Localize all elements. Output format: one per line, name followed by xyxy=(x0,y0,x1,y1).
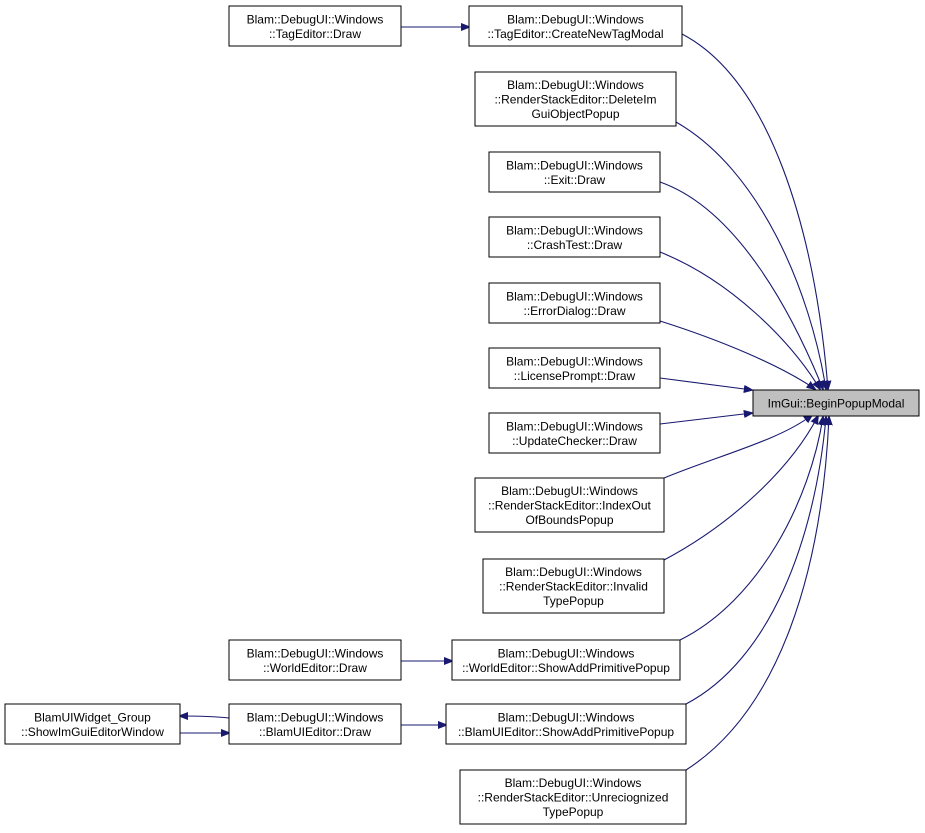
node-blamuieditor-draw[interactable]: Blam::DebugUI::Windows::BlamUIEditor::Dr… xyxy=(228,703,402,745)
node-label-line: ::RenderStackEditor::IndexOut xyxy=(488,499,651,513)
node-box xyxy=(474,477,665,533)
node-box xyxy=(752,389,920,417)
node-box xyxy=(445,703,687,745)
node-box xyxy=(228,703,402,745)
node-label-line: ::BlamUIEditor::Draw xyxy=(259,725,371,739)
node-box xyxy=(488,282,661,324)
node-renderstack-invalid-type-popup[interactable]: Blam::DebugUI::Windows::RenderStackEdito… xyxy=(482,558,665,614)
node-box xyxy=(488,216,661,258)
edge-blamuieditor-draw-to-blamuiwidget-group xyxy=(180,716,230,718)
node-label-line: ::UpdateChecker::Draw xyxy=(512,434,637,448)
node-label-line: OfBoundsPopup xyxy=(525,513,613,527)
node-label-line: Blam::DebugUI::Windows xyxy=(247,12,384,26)
node-label-line: ImGui::BeginPopupModal xyxy=(768,397,905,411)
node-tageditor-create-new-tag-modal[interactable]: Blam::DebugUI::Windows::TagEditor::Creat… xyxy=(468,5,683,47)
edge-create-new-tag-modal-to-begin-popup-modal xyxy=(681,33,828,389)
node-label-line: BlamUIWidget_Group xyxy=(34,710,151,724)
edge-invalid-type-popup-to-begin-popup-modal xyxy=(663,416,818,561)
node-label-line: ::RenderStackEditor::Invalid xyxy=(499,580,648,594)
edge-updatechecker-draw-to-begin-popup-modal xyxy=(659,413,752,425)
node-label-line: Blam::DebugUI::Windows xyxy=(501,484,638,498)
node-label-line: Blam::DebugUI::Windows xyxy=(506,223,643,237)
node-box xyxy=(468,5,683,47)
node-box xyxy=(228,639,402,681)
node-updatechecker-draw[interactable]: Blam::DebugUI::Windows::UpdateChecker::D… xyxy=(488,412,661,454)
node-label-line: ::ErrorDialog::Draw xyxy=(523,304,625,318)
node-blamuiwidget-group-show-imgui-editor-window[interactable]: BlamUIWidget_Group::ShowImGuiEditorWindo… xyxy=(4,703,181,745)
node-box xyxy=(488,412,661,454)
edge-errordialog-draw-to-begin-popup-modal xyxy=(659,320,815,389)
node-label-line: TypePopup xyxy=(543,805,604,819)
node-renderstack-index-out-of-bounds-popup[interactable]: Blam::DebugUI::Windows::RenderStackEdito… xyxy=(474,477,665,533)
edge-index-out-of-bounds-popup-to-begin-popup-modal xyxy=(663,415,812,479)
node-box xyxy=(482,558,665,614)
node-box xyxy=(459,769,687,825)
node-label-line: ::ShowImGuiEditorWindow xyxy=(21,725,164,739)
node-label-line: Blam::DebugUI::Windows xyxy=(506,289,643,303)
node-label-line: ::Exit::Draw xyxy=(544,173,606,187)
node-label-line: Blam::DebugUI::Windows xyxy=(506,158,643,172)
node-label-line: ::LicensePrompt::Draw xyxy=(514,369,636,383)
node-errordialog-draw[interactable]: Blam::DebugUI::Windows::ErrorDialog::Dra… xyxy=(488,282,661,324)
node-box xyxy=(488,347,661,389)
node-label-line: Blam::DebugUI::Windows xyxy=(507,12,644,26)
edge-licenseprompt-draw-to-begin-popup-modal xyxy=(659,377,752,390)
node-tageditor-draw[interactable]: Blam::DebugUI::Windows::TagEditor::Draw xyxy=(228,5,402,47)
node-label-line: Blam::DebugUI::Windows xyxy=(247,710,384,724)
node-label-line: Blam::DebugUI::Windows xyxy=(506,419,643,433)
edge-crashtest-draw-to-begin-popup-modal xyxy=(659,251,820,389)
node-label-line: Blam::DebugUI::Windows xyxy=(247,646,384,660)
node-label-line: TypePopup xyxy=(543,594,604,608)
node-renderstack-delete-imgui-object-popup[interactable]: Blam::DebugUI::Windows::RenderStackEdito… xyxy=(474,71,677,127)
node-label-line: ::TagEditor::CreateNewTagModal xyxy=(487,27,663,41)
node-worldeditor-show-add-primitive-popup[interactable]: Blam::DebugUI::Windows::WorldEditor::Sho… xyxy=(451,639,681,681)
node-label-line: ::CrashTest::Draw xyxy=(527,238,623,252)
node-label-line: Blam::DebugUI::Windows xyxy=(505,776,642,790)
node-label-line: ::WorldEditor::Draw xyxy=(263,661,367,675)
node-label-line: ::TagEditor::Draw xyxy=(269,27,361,41)
edge-exit-draw-to-begin-popup-modal xyxy=(659,181,823,389)
node-label-line: ::RenderStackEditor::Unreciognized xyxy=(478,791,669,805)
edge-worldeditor-show-add-primitive-popup-to-begin-popup-modal xyxy=(679,417,823,641)
node-box xyxy=(4,703,181,745)
node-label-line: Blam::DebugUI::Windows xyxy=(505,565,642,579)
node-box xyxy=(488,151,661,193)
node-box xyxy=(474,71,677,127)
node-label-line: ::WorldEditor::ShowAddPrimitivePopup xyxy=(462,661,670,675)
node-renderstack-unrecognized-type-popup[interactable]: Blam::DebugUI::Windows::RenderStackEdito… xyxy=(459,769,687,825)
node-label-line: Blam::DebugUI::Windows xyxy=(507,78,644,92)
node-label-line: ::BlamUIEditor::ShowAddPrimitivePopup xyxy=(458,725,674,739)
node-exit-draw[interactable]: Blam::DebugUI::Windows::Exit::Draw xyxy=(488,151,661,193)
node-label-line: Blam::DebugUI::Windows xyxy=(498,710,635,724)
node-label-line: GuiObjectPopup xyxy=(531,107,619,121)
node-blamuieditor-show-add-primitive-popup[interactable]: Blam::DebugUI::Windows::BlamUIEditor::Sh… xyxy=(445,703,687,745)
edge-blamuieditor-show-add-primitive-popup-to-begin-popup-modal xyxy=(685,417,826,705)
node-box xyxy=(451,639,681,681)
node-worldeditor-draw[interactable]: Blam::DebugUI::Windows::WorldEditor::Dra… xyxy=(228,639,402,681)
node-crashtest-draw[interactable]: Blam::DebugUI::Windows::CrashTest::Draw xyxy=(488,216,661,258)
node-licenseprompt-draw[interactable]: Blam::DebugUI::Windows::LicensePrompt::D… xyxy=(488,347,661,389)
edge-delete-imgui-object-popup-to-begin-popup-modal xyxy=(675,121,826,389)
node-label-line: Blam::DebugUI::Windows xyxy=(498,646,635,660)
node-begin-popup-modal[interactable]: ImGui::BeginPopupModal xyxy=(752,389,920,417)
node-label-line: Blam::DebugUI::Windows xyxy=(506,354,643,368)
edge-unrecognized-type-popup-to-begin-popup-modal xyxy=(685,417,829,771)
node-box xyxy=(228,5,402,47)
node-label-line: ::RenderStackEditor::DeleteIm xyxy=(494,93,656,107)
